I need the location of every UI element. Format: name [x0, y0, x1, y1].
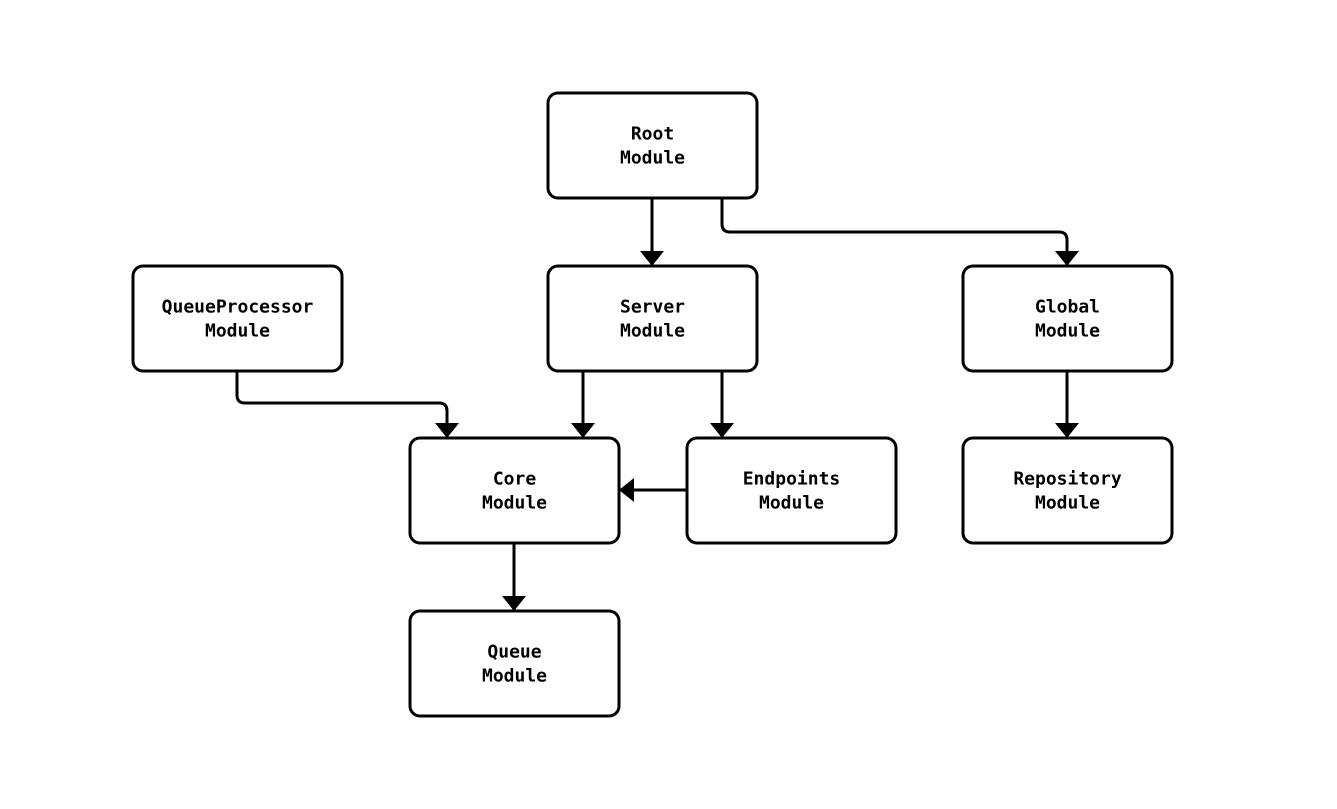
nodes-layer: RootModuleQueueProcessorModuleServerModu…	[131, 91, 1174, 718]
node-label-line: Module	[1035, 493, 1100, 514]
node-label-line: Endpoints	[743, 469, 841, 490]
node-label-line: Module	[482, 666, 547, 687]
node-label-line: Core	[493, 469, 537, 490]
node-label-line: Queue	[487, 642, 541, 663]
edge-queueprocessor-to-core	[235, 371, 459, 438]
node-label-line: QueueProcessor	[162, 297, 314, 318]
node-label-line: Module	[620, 321, 685, 342]
node-box	[546, 264, 759, 373]
node-label-line: Global	[1035, 297, 1100, 318]
node-box	[408, 609, 621, 718]
node-label-line: Module	[1035, 321, 1100, 342]
node-label-line: Module	[482, 493, 547, 514]
node-label-line: Repository	[1013, 469, 1122, 490]
edges-layer	[235, 198, 1079, 611]
node-label-line: Module	[759, 493, 824, 514]
edge-root-to-global	[720, 198, 1079, 266]
node-box	[131, 264, 344, 373]
node-box	[961, 264, 1174, 373]
node-label-line: Server	[620, 297, 685, 318]
node-label-line: Module	[620, 148, 685, 169]
node-box	[546, 91, 759, 200]
node-box	[961, 436, 1174, 545]
node-label-line: Module	[205, 321, 270, 342]
node-box	[408, 436, 621, 545]
node-label-line: Root	[631, 124, 674, 145]
node-box	[685, 436, 898, 545]
